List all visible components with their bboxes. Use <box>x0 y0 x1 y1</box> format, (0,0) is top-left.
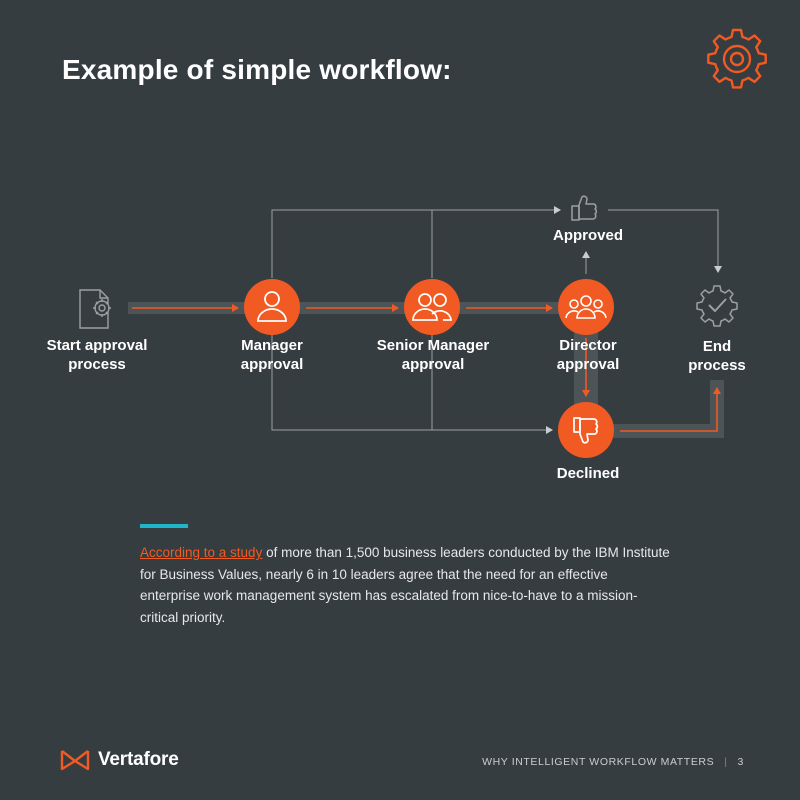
footer-title: WHY INTELLIGENT WORKFLOW MATTERS <box>482 756 715 768</box>
page-number: 3 <box>737 756 744 768</box>
vertafore-logo-icon <box>60 750 90 771</box>
approved-label: Approved <box>552 227 623 244</box>
declined-node <box>558 402 614 458</box>
footer: WHY INTELLIGENT WORKFLOW MATTERS | 3 <box>482 756 744 768</box>
page-title: Example of simple workflow: <box>62 54 452 85</box>
flow-arrows <box>132 304 721 432</box>
manager-node <box>244 279 300 335</box>
person-icon <box>257 291 287 322</box>
body-paragraph: According to a study of more than 1,500 … <box>140 542 670 628</box>
senior-manager-node <box>404 279 460 335</box>
declined-label: Declined <box>556 465 620 482</box>
logo-text: Vertafore <box>98 749 179 770</box>
three-people-icon <box>565 295 607 319</box>
accent-bar <box>140 524 188 528</box>
two-people-icon <box>412 293 452 321</box>
director-node <box>558 279 614 335</box>
gear-check-icon <box>696 285 738 327</box>
vertafore-logo: Vertafore <box>60 747 179 773</box>
study-link[interactable]: According to a study <box>140 545 263 560</box>
gear-icon <box>707 28 767 89</box>
thumbs-up-icon <box>571 195 598 221</box>
footer-separator: | <box>724 756 728 768</box>
connector-lines <box>271 206 722 434</box>
document-gear-icon <box>79 289 111 329</box>
thumbs-down-icon <box>573 417 599 444</box>
body-text: of more than 1,500 business leaders cond… <box>140 545 670 625</box>
